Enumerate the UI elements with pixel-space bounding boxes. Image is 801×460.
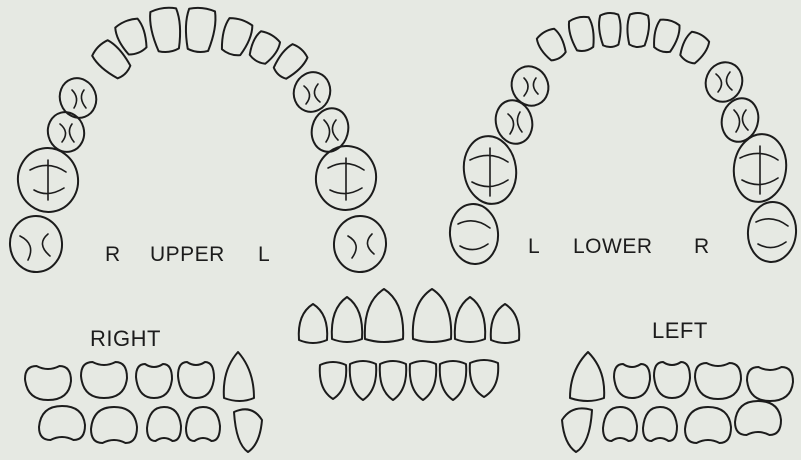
upper-tooth bbox=[332, 214, 389, 274]
right-upper-tooth bbox=[136, 364, 172, 398]
right-lower-tooth bbox=[186, 407, 220, 441]
upper-tooth bbox=[113, 16, 151, 58]
lower-arch bbox=[447, 12, 798, 266]
front-lower-tooth bbox=[320, 362, 346, 399]
upper-arch-title: UPPER bbox=[150, 243, 225, 267]
lower-tooth bbox=[700, 57, 748, 108]
lower-arch-title: LOWER bbox=[573, 235, 653, 259]
left-lower-canine bbox=[562, 408, 592, 452]
tooth-groove bbox=[328, 158, 364, 200]
upper-tooth bbox=[8, 214, 65, 274]
lower-tooth bbox=[567, 15, 597, 53]
front-lower-tooth bbox=[410, 361, 436, 400]
left-lower-tooth bbox=[735, 401, 781, 435]
lower-tooth bbox=[505, 60, 555, 111]
tooth-groove bbox=[740, 146, 778, 194]
right-upper-canine bbox=[224, 352, 254, 401]
upper-tooth bbox=[270, 42, 310, 83]
upper-arch bbox=[8, 6, 389, 274]
left-upper-tooth bbox=[614, 364, 650, 398]
right-side-view-label: RIGHT bbox=[90, 326, 161, 352]
right-upper-tooth bbox=[81, 362, 127, 398]
left-upper-tooth bbox=[654, 362, 690, 398]
upper-tooth bbox=[90, 38, 135, 83]
left-upper-tooth bbox=[747, 367, 793, 401]
left-upper-canine bbox=[570, 352, 604, 401]
tooth-groove bbox=[30, 160, 66, 200]
right-lower-canine bbox=[234, 409, 262, 452]
front-upper-tooth bbox=[491, 304, 519, 343]
upper-arch-left-label: L bbox=[258, 243, 270, 267]
left-upper-tooth bbox=[695, 363, 741, 399]
tooth-groove bbox=[734, 110, 748, 132]
lower-tooth bbox=[626, 12, 650, 47]
lower-arch-right-label: R bbox=[694, 235, 710, 259]
right-lower-tooth bbox=[39, 406, 85, 440]
tooth-groove bbox=[716, 72, 732, 92]
right-upper-tooth bbox=[178, 362, 214, 398]
tooth-groove bbox=[324, 120, 338, 142]
left-lower-tooth bbox=[603, 407, 637, 441]
front-lower-tooth bbox=[470, 360, 498, 397]
tooth-groove bbox=[20, 234, 50, 260]
tooth-groove bbox=[304, 84, 320, 104]
tooth-groove bbox=[60, 124, 74, 142]
tooth-groove bbox=[508, 112, 522, 134]
tooth-groove bbox=[458, 221, 490, 250]
right-lower-tooth bbox=[91, 407, 137, 443]
right-side-view bbox=[25, 352, 262, 452]
left-side-view-label: LEFT bbox=[652, 318, 708, 344]
tooth-groove bbox=[72, 90, 86, 108]
upper-tooth bbox=[218, 16, 255, 59]
front-upper-tooth bbox=[299, 304, 327, 343]
front-upper-tooth bbox=[365, 289, 403, 342]
lower-tooth bbox=[447, 202, 500, 266]
tooth-groove bbox=[470, 148, 508, 196]
left-lower-tooth bbox=[685, 407, 731, 443]
lower-tooth bbox=[598, 12, 621, 47]
front-upper-tooth bbox=[332, 297, 362, 342]
upper-tooth bbox=[183, 7, 216, 54]
lower-tooth bbox=[676, 29, 711, 67]
tooth-groove bbox=[348, 234, 374, 258]
frontal-view bbox=[299, 289, 519, 400]
right-upper-tooth bbox=[25, 366, 71, 400]
lower-arch-left-label: L bbox=[528, 235, 540, 259]
lower-tooth bbox=[745, 200, 798, 264]
upper-tooth bbox=[54, 73, 102, 123]
left-lower-tooth bbox=[643, 407, 677, 441]
front-upper-tooth bbox=[413, 289, 451, 342]
upper-arch-right-label: R bbox=[105, 243, 121, 267]
lower-tooth bbox=[650, 17, 681, 54]
front-lower-tooth bbox=[440, 361, 466, 400]
front-lower-tooth bbox=[380, 361, 406, 400]
tooth-groove bbox=[524, 78, 538, 96]
right-lower-tooth bbox=[147, 407, 181, 441]
front-upper-tooth bbox=[455, 297, 485, 342]
left-side-view bbox=[562, 352, 793, 452]
upper-tooth bbox=[149, 6, 184, 54]
tooth-groove bbox=[756, 219, 788, 248]
lower-tooth bbox=[534, 26, 569, 64]
front-lower-tooth bbox=[350, 361, 376, 400]
